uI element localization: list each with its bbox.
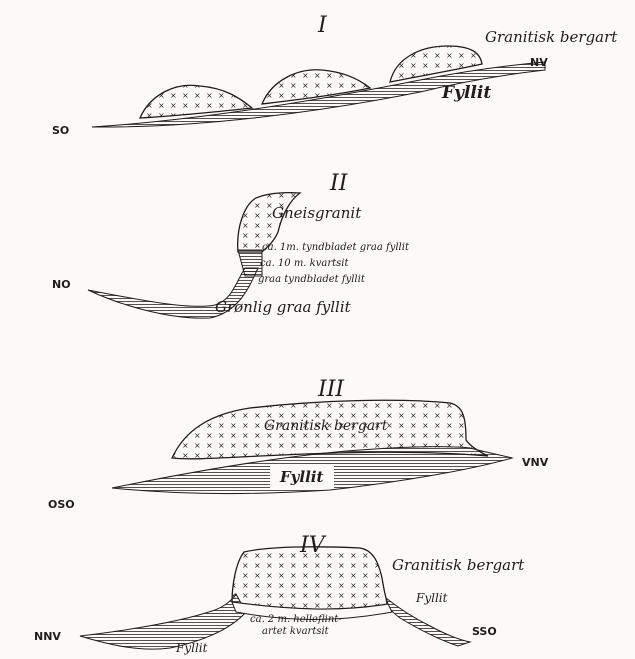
section-ii-gneisgranit-label: Gneisgranit [272,204,362,222]
section-iv-orientation-right: SSO [472,625,497,638]
section-i-fyllit-label: Fyllit [441,83,491,103]
section-iii-orientation-left: OSO [48,498,75,511]
section-ii-layer2-label: ca. 10 m. kvartsit [260,258,349,269]
section-i-orientation-left: SO [52,124,69,137]
section-iv-quartzite-line2: artet kvartsit [262,626,330,637]
section-ii-layers [238,250,262,276]
section-i-granitisk-label: Granitisk bergart [485,28,618,46]
section-iv-fyllit-left-label: Fyllit [175,641,208,655]
section-iii: III Granitisk bergart Fyllit OSO VNV [48,377,549,511]
section-ii-layer3-label: graa tyndbladet fyllit [258,274,366,285]
section-iii-numeral: III [317,377,345,402]
section-iv-fyllit-right [386,598,470,646]
section-ii-base-label: Grønlig graa fyllit [215,298,352,316]
section-iv-fyllit-left [80,594,246,649]
section-iv-fyllit-right-label: Fyllit [415,591,448,605]
section-iii-orientation-right: VNV [522,456,549,469]
section-ii-layer1-label: ca. 1m. tyndbladet graa fyllit [262,242,410,253]
section-iv-quartzite-line1: ca. 2 m. helleflint- [250,614,342,625]
section-i: I Granitisk bergart Fyllit SO NV [52,13,618,137]
section-iv-orientation-left: NNV [34,630,61,643]
section-iii-granitisk-label: Granitisk bergart [264,418,388,434]
section-ii: II Gneisgranit ca. 1m. tyndbladet graa f… [52,171,410,318]
section-ii-numeral: II [329,171,349,196]
section-ii-orientation-left: NO [52,278,71,291]
section-iv: IV Granitisk bergart Fyllit ca. 2 m. hel… [34,533,525,655]
section-iii-fyllit-label: Fyllit [279,468,323,486]
section-i-orientation-right: NV [530,56,548,69]
section-iv-granite [232,547,388,609]
section-iv-granitisk-label: Granitisk bergart [392,556,525,574]
section-i-numeral: I [317,13,328,38]
